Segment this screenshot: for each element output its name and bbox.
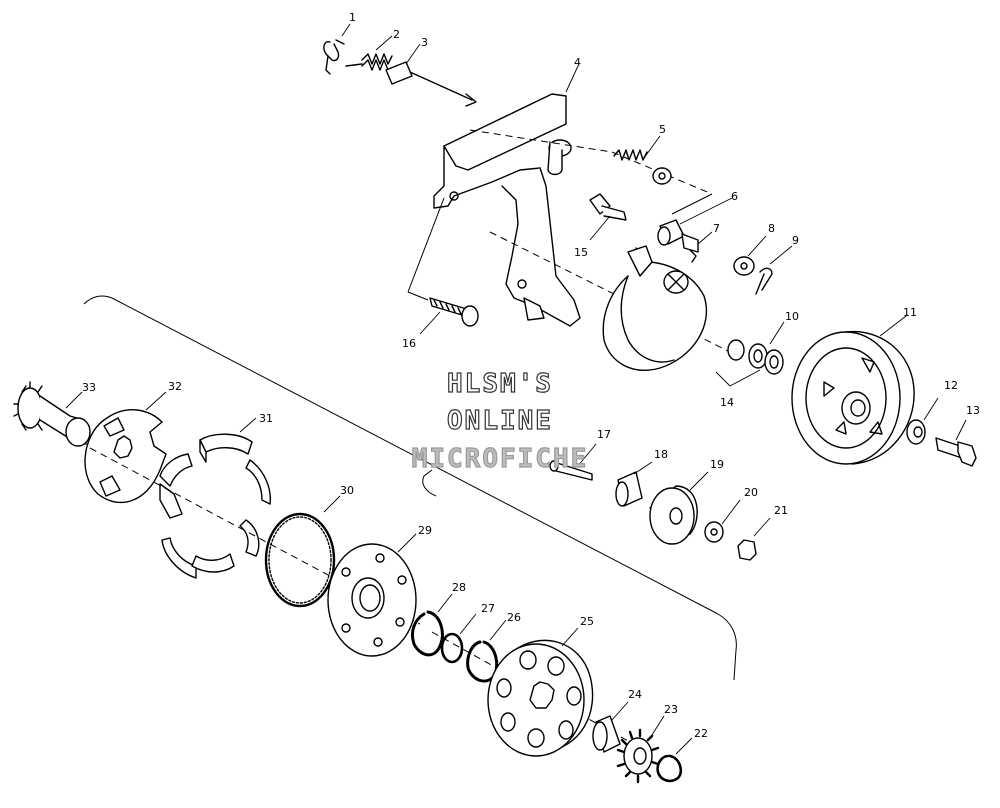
callout-29: 29 (418, 524, 432, 537)
part-9-cotter-pin (755, 245, 793, 295)
part-28-snap-ring (410, 593, 453, 657)
part-24-bushing (592, 701, 629, 753)
part-19-roller (649, 471, 709, 545)
brake-band (602, 245, 708, 371)
callout-19: 19 (710, 458, 724, 471)
group-boundary-line (83, 295, 737, 681)
watermark-line-1: HLSM'S (447, 369, 553, 399)
part-4-bracket (433, 65, 581, 327)
part-7-pin (681, 231, 713, 263)
callout-7: 7 (713, 222, 720, 235)
assembly-line (407, 291, 429, 301)
watermark-line-2: ONLINE (447, 406, 553, 436)
watermark: HLSM'S ONLINE MICROFICHE (411, 368, 589, 474)
assembly-line (489, 231, 731, 353)
callout-24: 24 (628, 688, 642, 701)
callout-16: 16 (402, 337, 416, 350)
part-26-snap-ring (466, 619, 507, 683)
callout-8: 8 (768, 222, 775, 235)
callout-12: 12 (944, 379, 958, 392)
callout-32: 32 (168, 380, 182, 393)
part-25-clutch-drum (487, 627, 594, 757)
axis-line (89, 447, 421, 625)
part-5-spring (613, 135, 672, 185)
callout-14: 14 (720, 396, 734, 409)
callout-15: 15 (574, 246, 588, 259)
callout-20: 20 (744, 486, 758, 499)
callout-labels: 1 2 3 4 5 6 7 8 9 10 11 12 13 14 15 16 1… (82, 11, 980, 740)
part-23-sprocket (616, 715, 665, 784)
part-14-leader (715, 369, 761, 387)
part-33-shaft (13, 381, 91, 447)
part-20-washer (704, 499, 741, 543)
callout-21: 21 (774, 504, 788, 517)
callout-4: 4 (574, 56, 581, 69)
part-15-bolt (589, 193, 627, 241)
part-22-snap-ring (656, 737, 693, 783)
part-2-spring (361, 35, 393, 71)
callout-30: 30 (340, 484, 354, 497)
part-21-nut (737, 517, 771, 561)
part-11-brake-drum (791, 315, 915, 465)
part-10-washers (727, 321, 785, 375)
callout-22: 22 (694, 727, 708, 740)
callout-18: 18 (654, 448, 668, 461)
part-32-plate (84, 391, 167, 503)
callout-31: 31 (259, 412, 273, 425)
part-16-bolt (419, 297, 479, 335)
part-8-washer (733, 235, 767, 276)
part-1-clip (323, 23, 351, 75)
callout-23: 23 (664, 703, 678, 716)
callout-5: 5 (659, 123, 666, 136)
part-18-bushing (615, 461, 653, 507)
callout-11: 11 (903, 306, 917, 319)
callout-33: 33 (82, 381, 96, 394)
callout-28: 28 (452, 581, 466, 594)
callout-6: 6 (731, 190, 738, 203)
callout-13: 13 (966, 404, 980, 417)
callout-9: 9 (792, 234, 799, 247)
part-6-bushing (657, 197, 733, 246)
part-12-washer (906, 397, 939, 445)
watermark-line-3: MICROFICHE (412, 444, 589, 474)
part-30-garter-spring (264, 495, 341, 608)
callout-1: 1 (349, 11, 356, 24)
callout-2: 2 (393, 28, 400, 41)
callout-17: 17 (597, 428, 611, 441)
part-13-bolt (935, 419, 977, 467)
assembly-line (671, 193, 713, 215)
callout-3: 3 (421, 36, 428, 49)
callout-25: 25 (580, 615, 594, 628)
callout-10: 10 (785, 310, 799, 323)
assembly-line (407, 197, 445, 293)
part-17-pin (549, 443, 597, 481)
group-boundary-line-inner (422, 469, 437, 497)
part-31-clutch-shoes (159, 417, 271, 579)
part-3-cable (345, 43, 477, 107)
part-27-washer (440, 613, 477, 664)
callout-27: 27 (481, 602, 495, 615)
part-29-hub-plate (327, 533, 417, 657)
callout-26: 26 (507, 611, 521, 624)
